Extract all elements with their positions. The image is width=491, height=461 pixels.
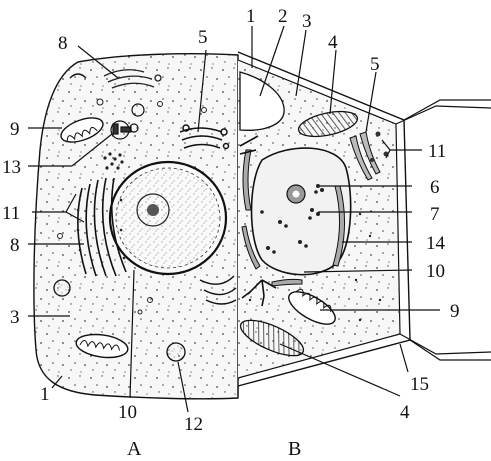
plant-nucleus: [250, 147, 352, 276]
animal-ribosome-cluster: [103, 152, 124, 170]
animal-nucleus: [108, 160, 228, 276]
label-b-15: 15: [410, 374, 429, 395]
label-b-10: 10: [426, 261, 445, 282]
plant-vacuole: [239, 71, 285, 131]
label-b-14: 14: [426, 233, 446, 254]
label-a-12: 12: [184, 414, 203, 435]
animal-mitochondrion-upper: [60, 117, 104, 143]
animal-lysosome: [166, 342, 186, 362]
plant-er-branches: [239, 135, 277, 307]
label-a-3: 3: [10, 307, 20, 328]
label-a-8-mid: 8: [10, 235, 20, 256]
animal-small-vesicles: [57, 98, 207, 315]
animal-cell-panel: [33, 52, 239, 400]
animal-centrosome: [110, 103, 145, 140]
animal-er-lower: [199, 275, 237, 305]
animal-golgi: [179, 124, 230, 150]
plant-er: [241, 149, 345, 287]
leader-lines: [28, 25, 440, 413]
animal-surface-pit: [69, 73, 87, 79]
plant-chloroplast-top: [297, 110, 359, 138]
label-b-6: 6: [430, 177, 440, 198]
label-b-4-top: 4: [328, 32, 338, 53]
plant-mitochondrion: [288, 288, 336, 325]
animal-vesicle-left: [53, 279, 71, 297]
plant-cell-panel: [237, 51, 491, 396]
plant-chromatin: [260, 184, 324, 254]
label-a-1: 1: [40, 384, 50, 405]
label-a-9: 9: [10, 119, 20, 140]
part-labels: 8 5 9 13 11 8 3 1 10 12 1 2 3 4 5 11 6 7…: [2, 6, 460, 435]
label-a-10: 10: [118, 402, 137, 423]
label-b-2: 2: [278, 6, 288, 27]
label-b-1: 1: [246, 6, 256, 27]
label-b-5: 5: [370, 54, 380, 75]
animal-mitochondrion-lower: [75, 333, 129, 359]
panel-b-caption: B: [288, 438, 301, 460]
label-a-8-top: 8: [58, 33, 68, 54]
label-b-4-bottom: 4: [400, 402, 410, 423]
animal-er-ribosomes: [76, 198, 126, 260]
animal-smooth-er: [103, 69, 162, 89]
label-b-11: 11: [428, 141, 446, 162]
plant-ribosomes: [248, 212, 382, 322]
label-a-13: 13: [2, 157, 21, 178]
plant-golgi: [349, 131, 381, 181]
plant-neighbor-walls: [237, 99, 491, 396]
label-a-5: 5: [198, 27, 208, 48]
label-b-7: 7: [430, 204, 440, 225]
label-b-9: 9: [450, 301, 460, 322]
label-a-11: 11: [2, 203, 20, 224]
label-b-3: 3: [302, 11, 312, 32]
panel-a-caption: A: [127, 438, 142, 460]
